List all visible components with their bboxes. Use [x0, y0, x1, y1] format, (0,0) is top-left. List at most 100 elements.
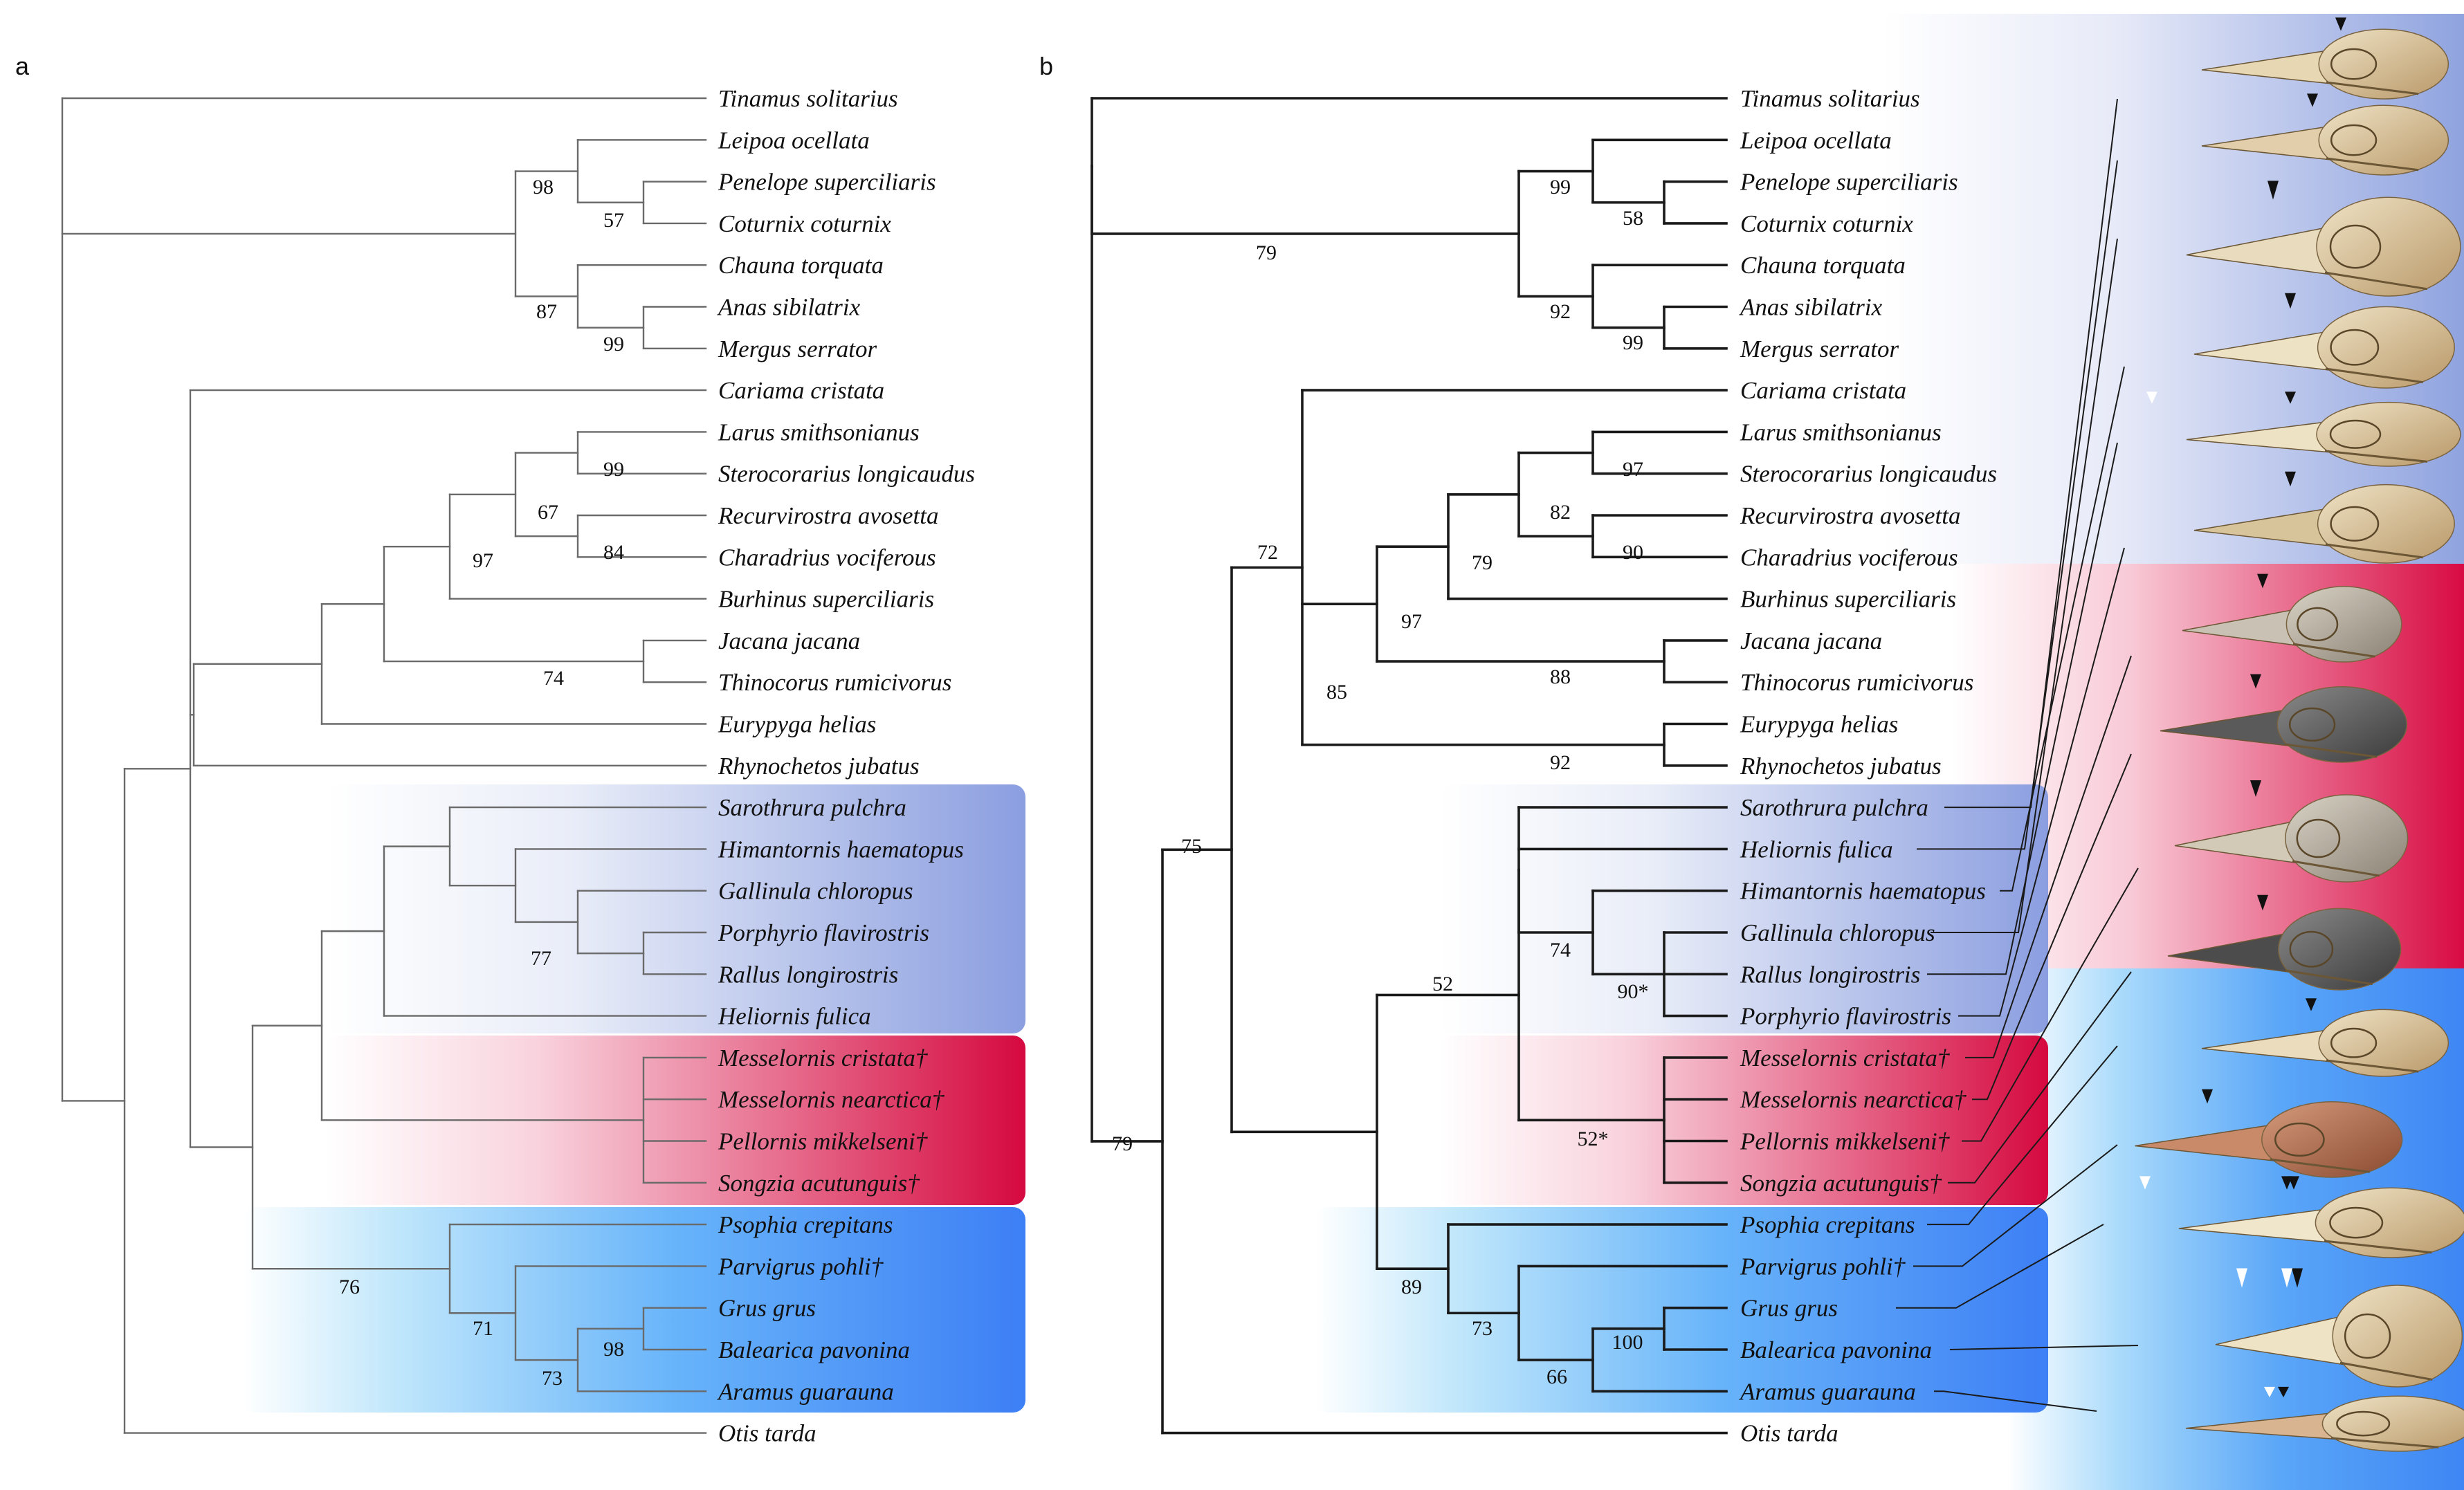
skull-orbit: [2330, 48, 2378, 80]
taxon-label-b: Burhinus superciliaris: [1740, 586, 1956, 613]
taxon-label-a: Recurvirostra avosetta: [718, 502, 939, 529]
taxon-label-a: Anas sibilatrix: [717, 294, 861, 321]
white-arrowhead-icon: [2146, 392, 2157, 404]
bird-skull-icon: [2139, 1176, 2464, 1258]
fossil-skull-icon: [2174, 780, 2409, 883]
leader-line: [1962, 867, 2139, 1142]
black-arrowhead-icon: [2250, 674, 2261, 689]
support-value-b: 97: [1623, 458, 1643, 481]
leader-line: [1913, 1144, 2118, 1267]
black-arrowhead-icon: [2267, 181, 2279, 200]
taxon-label-b: Penelope superciliaris: [1740, 169, 1958, 196]
bird-skull-icon: [2201, 17, 2449, 100]
skull-jaw: [2326, 157, 2419, 172]
bird-skull-icon: [2215, 1268, 2463, 1388]
support-value-b: 85: [1326, 681, 1347, 703]
black-arrowhead-icon: [2285, 293, 2296, 309]
skull-images: [2135, 17, 2464, 1452]
black-arrowhead-icon: [2278, 1386, 2289, 1398]
support-value-b: 52*: [1578, 1128, 1609, 1150]
support-value-b: 74: [1550, 939, 1571, 962]
skull-orbit: [2274, 1122, 2325, 1157]
taxon-label-a: Gallinula chloropus: [718, 878, 913, 905]
skull-jaw: [2325, 367, 2423, 384]
support-value-b: 79: [1112, 1132, 1133, 1155]
panel-label-b: b: [1039, 52, 1053, 80]
taxon-label-b: Parvigrus pohli†: [1740, 1253, 1906, 1280]
clade-box-gruoid-a: [242, 1207, 1025, 1413]
taxon-label-b: Heliornis fulica: [1740, 836, 1893, 863]
skull-jaw: [2324, 271, 2428, 291]
support-value-a: 74: [543, 667, 564, 690]
leader-line: [1917, 160, 2118, 850]
support-value-b: 89: [1401, 1276, 1422, 1298]
taxon-label-b: Cariama cristata: [1740, 377, 1906, 404]
white-arrowhead-icon: [2281, 1268, 2292, 1288]
skull-cranium: [2316, 401, 2461, 467]
skull-jaw: [2326, 81, 2419, 95]
taxon-label-b: Otis tarda: [1740, 1420, 1838, 1447]
leader-line: [1927, 442, 2118, 975]
skull-orbit: [2329, 1206, 2384, 1239]
support-value-a: 99: [603, 458, 624, 481]
taxon-label-b: Himantornis haematopus: [1740, 878, 1986, 905]
bird-skull-icon: [2193, 471, 2455, 564]
taxon-label-a: Rallus longirostris: [718, 961, 898, 988]
black-arrowhead-icon: [2285, 392, 2296, 404]
taxon-label-b: Tinamus solitarius: [1740, 85, 1920, 112]
support-value-a: 87: [536, 300, 557, 323]
clade-box-ralloid-a: [325, 784, 1025, 1033]
support-value-a: 67: [538, 501, 558, 524]
black-arrowhead-icon: [2285, 471, 2296, 487]
white-arrowhead-icon: [2264, 1386, 2275, 1398]
skull-jaw: [2292, 643, 2375, 658]
skull-cranium: [2285, 794, 2409, 883]
taxon-label-a: Aramus guarauna: [717, 1378, 894, 1405]
fossil-skull-icon: [2182, 573, 2402, 663]
skull-cranium: [2285, 586, 2402, 663]
leader-line: [1927, 1045, 2118, 1226]
support-value-b: 97: [1401, 610, 1422, 633]
skull-cranium: [2318, 1009, 2449, 1077]
taxon-label-a: Thinocorus rumicivorus: [718, 669, 951, 696]
bird-skull-icon: [2146, 392, 2461, 467]
tree-b: [1090, 97, 1728, 1435]
taxon-label-a: Chauna torquata: [718, 252, 884, 279]
skull-orbit: [2289, 930, 2334, 968]
fossil-skull-icon: [2160, 674, 2408, 763]
support-value-b: 72: [1257, 541, 1278, 564]
taxon-label-a: Messelornis cristata†: [718, 1045, 929, 1071]
support-value-b: 75: [1181, 835, 1202, 858]
taxon-label-b: Songzia acutunguis†: [1740, 1170, 1942, 1197]
leader-line: [1972, 753, 2132, 1101]
taxon-label-a: Jacana jacana: [718, 627, 860, 654]
taxon-label-b: Messelornis cristata†: [1740, 1045, 1951, 1071]
support-value-a: 73: [542, 1367, 563, 1390]
taxon-label-b: Larus smithsonianus: [1740, 419, 1942, 445]
taxon-label-a: Rhynochetos jubatus: [718, 753, 920, 780]
support-value-b: 79: [1256, 241, 1277, 264]
fossil-skull-icon: [2167, 894, 2402, 991]
support-value-b: 66: [1546, 1365, 1567, 1388]
skull-jaw: [2285, 969, 2373, 986]
skull-jaw: [2292, 860, 2380, 877]
support-value-a: 71: [473, 1317, 493, 1340]
skull-cranium: [2316, 196, 2461, 297]
skull-jaw: [2324, 1240, 2432, 1254]
taxon-label-a: Sterocorarius longicaudus: [718, 461, 975, 488]
skull-jaw: [2270, 1158, 2370, 1173]
skull-orbit: [2297, 607, 2339, 642]
leader-line: [1896, 1224, 2104, 1309]
taxon-label-a: Tinamus solitarius: [718, 85, 898, 112]
skull-cranium: [2332, 1285, 2463, 1388]
skull-cranium: [2278, 908, 2402, 991]
taxon-label-a: Pellornis mikkelseni†: [718, 1128, 929, 1155]
skull-orbit: [2344, 1313, 2391, 1359]
taxon-label-b: Anas sibilatrix: [1739, 294, 1883, 321]
leader-line: [1931, 238, 2118, 933]
tree-a: [61, 97, 707, 1434]
skull-jaw: [2284, 743, 2378, 758]
support-value-b: 99: [1623, 331, 1643, 354]
